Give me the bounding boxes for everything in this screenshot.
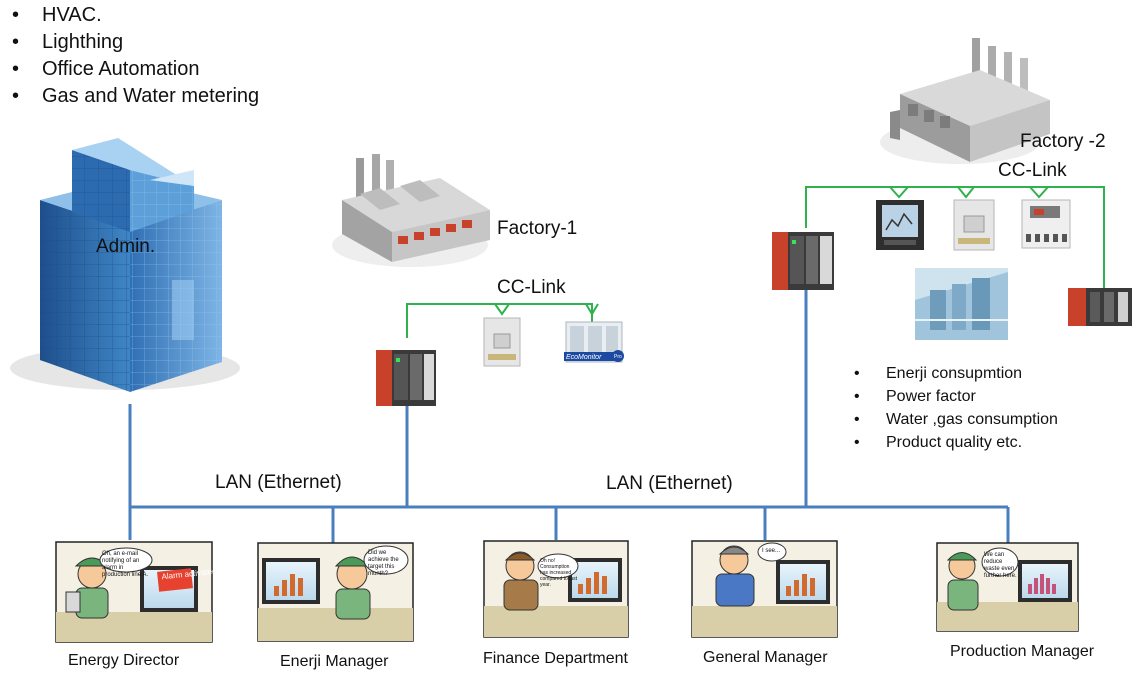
cclink-2-line <box>805 186 1105 290</box>
list-item: Water ,gas consumption <box>850 408 1058 431</box>
factory-2-metrics-list: Enerji consupmtion Power factor Water ,g… <box>850 362 1058 454</box>
list-item: Enerji consupmtion <box>850 362 1058 385</box>
power-meter <box>876 200 924 250</box>
station-production-manager <box>936 542 1079 632</box>
station-general-manager <box>691 540 838 638</box>
factory-1-label: Factory-1 <box>497 218 578 239</box>
speech-bubble-production-manager: We can reduce waste even further here. <box>984 552 1017 579</box>
station-finance-department <box>483 540 629 638</box>
admin-label: Admin. <box>96 236 156 257</box>
station-label-general-manager: General Manager <box>703 649 828 666</box>
station-energy-director: Alarm activated <box>55 541 217 643</box>
factory-2-label: Factory -2 <box>1020 131 1106 152</box>
energy-measuring-unit <box>1021 199 1071 249</box>
list-item: Office Automation <box>8 56 259 83</box>
list-item: Power factor <box>850 385 1058 408</box>
list-item: Lighthing <box>8 29 259 56</box>
station-enerji-manager <box>257 542 414 642</box>
speech-bubble-general-manager: I see... <box>762 548 781 554</box>
plc-factory-2-remote <box>1068 288 1132 326</box>
factory-2-image <box>880 38 1050 164</box>
station-label-finance-department: Finance Department <box>483 650 628 667</box>
lan-left-label: LAN (Ethernet) <box>215 472 342 493</box>
plc-factory-1 <box>376 350 436 406</box>
cclink-1-label: CC-Link <box>497 277 566 298</box>
ecomonitor-label: EcoMonitor <box>566 354 602 361</box>
speech-bubble-enerji-manager: Did we achieve the target this month? <box>368 550 399 577</box>
building-systems-list: HVAC. Lighthing Office Automation Gas an… <box>8 2 259 110</box>
lan-right-label: LAN (Ethernet) <box>606 473 733 494</box>
list-item: Gas and Water metering <box>8 83 259 110</box>
cclink-2-label: CC-Link <box>998 160 1067 181</box>
speech-bubble-energy-director: Oh, an e-mail notifying of an alarm in p… <box>102 551 149 578</box>
speech-bubble-finance: Oh no! Consumption has increased compare… <box>540 558 577 588</box>
list-item: HVAC. <box>8 2 259 29</box>
plc-factory-2 <box>772 232 834 290</box>
breaker-factory-1 <box>483 317 521 367</box>
factory-interior-image <box>915 268 1008 340</box>
breaker-factory-2 <box>953 199 995 251</box>
cclink-1-line <box>406 303 599 338</box>
factory-1-image <box>332 154 490 267</box>
ecomonitor-pro-label: Pro <box>614 354 622 360</box>
lan-bus <box>128 285 1010 543</box>
ecomonitor-device: EcoMonitor Pro <box>564 321 624 363</box>
station-label-energy-director: Energy Director <box>68 652 180 669</box>
list-item: Product quality etc. <box>850 431 1058 454</box>
station-label-enerji-manager: Enerji Manager <box>280 653 389 670</box>
admin-building <box>10 138 240 392</box>
station-label-production-manager: Production Manager <box>950 643 1095 660</box>
